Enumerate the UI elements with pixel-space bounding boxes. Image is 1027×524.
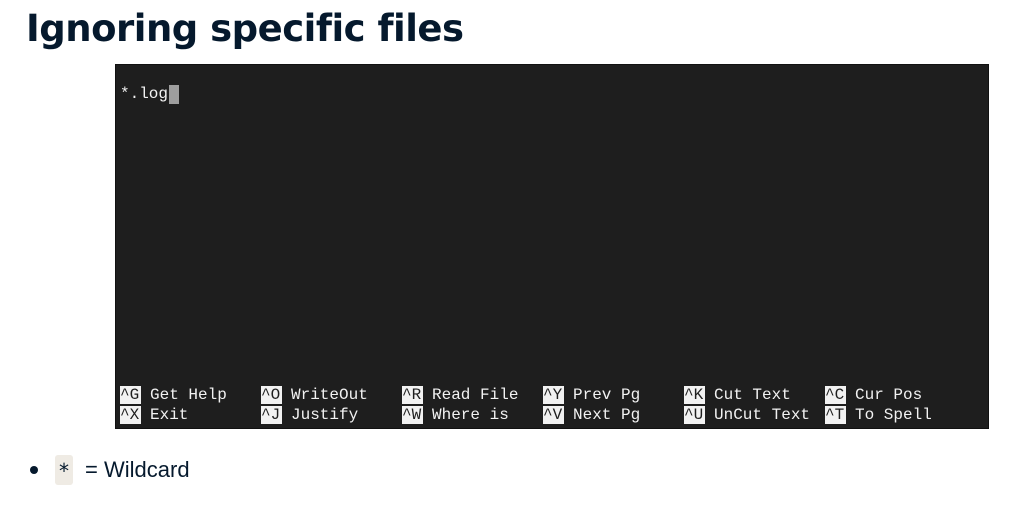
shortcut-key: ^Y [543,386,564,404]
shortcut-key: ^R [402,386,423,404]
shortcut-to-spell: ^T To Spell [825,405,966,425]
shortcut-label: Get Help [150,386,227,404]
shortcut-label: Cut Text [714,386,791,404]
shortcut-key: ^W [402,406,423,424]
shortcut-label: Cur Pos [855,386,923,404]
shortcut-key: ^O [261,386,282,404]
bullet-list: * = Wildcard [30,453,190,487]
buffer-text: *.log [120,85,169,103]
shortcut-label: Justify [291,406,359,424]
shortcut-label: Where is [432,406,509,424]
shortcut-label: Exit [150,406,189,424]
shortcut-label: Prev Pg [573,386,641,404]
shortcut-key: ^G [120,386,141,404]
shortcut-label: Next Pg [573,406,641,424]
bullet-dot-icon [30,466,38,474]
nano-editor-window[interactable]: *.log ^G Get Help ^O WriteOut ^R Read File … [115,64,989,429]
shortcut-cur-pos: ^C Cur Pos [825,385,966,405]
bullet-text: = Wildcard [85,457,190,482]
editor-text-line[interactable]: *.log [120,84,180,104]
shortcut-read-file: ^R Read File [402,385,543,405]
shortcut-key: ^V [543,406,564,424]
list-item: * = Wildcard [30,453,190,487]
shortcut-label: UnCut Text [714,406,811,424]
shortcut-cut-text: ^K Cut Text [684,385,825,405]
shortcut-key: ^C [825,386,846,404]
shortcut-key: ^U [684,406,705,424]
shortcut-exit: ^X Exit [120,405,261,425]
shortcut-justify: ^J Justify [261,405,402,425]
shortcut-label: Read File [432,386,519,404]
shortcut-bar: ^G Get Help ^O WriteOut ^R Read File ^Y Prev… [120,385,966,425]
shortcut-where-is: ^W Where is [402,405,543,425]
shortcut-key: ^J [261,406,282,424]
shortcut-writeout: ^O WriteOut [261,385,402,405]
shortcut-key: ^K [684,386,705,404]
shortcut-uncut-text: ^U UnCut Text [684,405,825,425]
shortcut-next-pg: ^V Next Pg [543,405,684,425]
inline-code: * [55,455,74,485]
shortcut-prev-pg: ^Y Prev Pg [543,385,684,405]
shortcut-get-help: ^G Get Help [120,385,261,405]
text-cursor [169,84,180,104]
shortcut-key: ^T [825,406,846,424]
shortcut-label: WriteOut [291,386,368,404]
shortcut-key: ^X [120,406,141,424]
shortcut-label: To Spell [855,406,932,424]
page-title: Ignoring specific files [26,7,464,50]
